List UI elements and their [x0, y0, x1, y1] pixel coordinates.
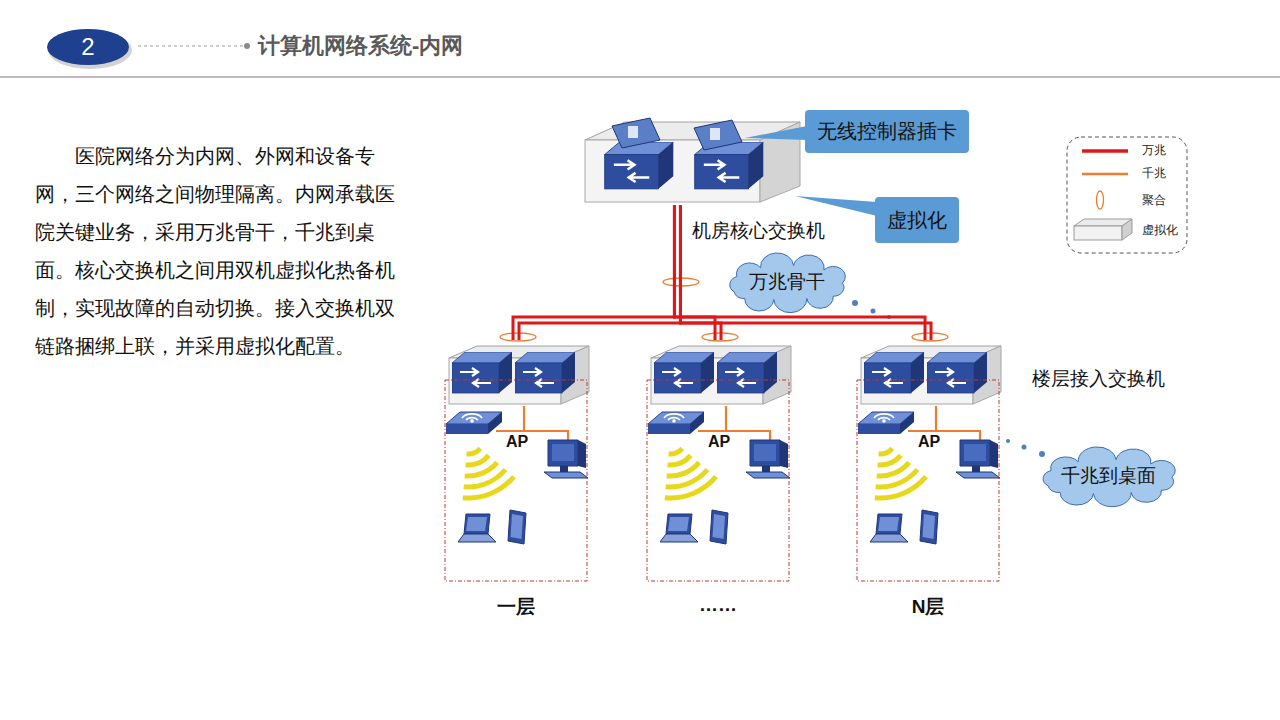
floor-outline	[646, 340, 790, 582]
illustration-part	[668, 455, 691, 465]
illustration-part	[467, 448, 481, 454]
backbone-link	[513, 205, 680, 340]
callout-box: 虚拟化	[875, 197, 959, 243]
illustration-part	[660, 514, 698, 542]
illustration-part	[446, 412, 502, 434]
illustration-part	[585, 118, 800, 202]
illustration-part	[648, 412, 704, 434]
illustration-part	[858, 412, 914, 434]
illustration-part	[465, 462, 497, 476]
illustration-part	[628, 126, 638, 138]
legend-text: 虚拟化	[1142, 222, 1178, 239]
backbone-line	[519, 205, 680, 340]
floor-dashed-border	[647, 380, 789, 581]
illustration-part	[956, 440, 1000, 478]
floor-zone: N层	[856, 340, 1000, 582]
illustration-part	[1074, 226, 1122, 240]
cloud-outline	[730, 253, 846, 313]
floor-zone: 一层	[444, 340, 588, 582]
illustration-part	[1067, 137, 1187, 253]
illustration-part	[710, 510, 728, 544]
illustration-part	[858, 333, 1001, 544]
callout-box: 无线控制器插卡	[805, 110, 969, 153]
illustration-part	[449, 346, 589, 404]
floor-zone: ……	[646, 340, 790, 582]
legend-text: 千兆	[1142, 165, 1166, 182]
node-text: ……	[646, 594, 790, 616]
illustration-part	[879, 448, 893, 454]
illustration-part	[877, 462, 909, 476]
node-text: N层	[856, 594, 1000, 620]
node-text: 机房核心交换机	[692, 218, 825, 244]
cloud-outline	[1043, 447, 1175, 507]
illustration-part	[746, 440, 790, 478]
illustration-part	[446, 333, 589, 544]
node-text: 虚拟化	[887, 207, 947, 234]
illustration-part	[544, 440, 588, 478]
ap-label: AP	[506, 433, 528, 451]
floor-dashed-border	[445, 380, 587, 581]
ap-label: AP	[708, 433, 730, 451]
illustration-part	[651, 346, 791, 404]
illustration-part	[1122, 219, 1132, 240]
node-text: 万兆骨干	[749, 269, 825, 295]
illustration-part	[464, 470, 506, 487]
cloud-note: 万兆骨干	[721, 259, 853, 305]
page-title: 计算机网络系统-内网	[258, 31, 463, 61]
illustration-part	[1022, 445, 1027, 450]
illustration-part	[244, 43, 250, 49]
floor-outline	[856, 340, 1000, 582]
illustration-part	[694, 120, 742, 150]
illustration-part	[1082, 149, 1128, 153]
illustration-part	[47, 29, 129, 65]
illustration-part	[0, 76, 1280, 78]
body-paragraph: 医院网络分为内网、外网和设备专网，三个网络之间物理隔离。内网承载医院关键业务，采…	[35, 137, 401, 365]
floor-outline	[444, 340, 588, 582]
illustration-part	[861, 346, 1001, 404]
illustration-part	[508, 510, 526, 544]
illustration-part	[852, 300, 858, 306]
illustration-part	[612, 118, 660, 148]
illustration-part	[795, 196, 877, 216]
illustration-part	[870, 514, 908, 542]
illustration-part	[605, 142, 674, 189]
illustration-part	[1097, 191, 1104, 209]
access-switch-label: 楼层接入交换机	[1032, 366, 1165, 392]
illustration-part	[138, 45, 244, 46]
core-switch: 机房核心交换机	[585, 120, 800, 205]
legend-text: 万兆	[1142, 142, 1166, 159]
illustration-part	[458, 514, 496, 542]
illustration-part	[667, 462, 699, 476]
illustration-part	[466, 455, 489, 465]
legend-text: 聚合	[1142, 192, 1166, 209]
illustration-part	[1006, 439, 1010, 443]
illustration-part	[875, 477, 926, 498]
cloud-note: 千兆到桌面	[1033, 453, 1184, 499]
illustration-part	[876, 470, 918, 487]
illustration-part	[669, 448, 683, 454]
illustration-part	[1039, 451, 1045, 457]
ap-label: AP	[918, 433, 940, 451]
illustration-part	[745, 126, 807, 140]
node-text: 千兆到桌面	[1061, 463, 1156, 489]
section-number: 2	[76, 33, 100, 61]
node-text: 一层	[444, 594, 588, 620]
illustration-part	[1082, 173, 1128, 176]
floor-dashed-border	[857, 380, 999, 581]
illustration-part	[665, 477, 716, 498]
illustration-part	[463, 477, 514, 498]
illustration-part	[666, 470, 708, 487]
illustration-part	[648, 333, 791, 544]
illustration-part	[871, 309, 876, 314]
illustration-part	[878, 455, 901, 465]
illustration-part	[710, 128, 720, 140]
illustration-part	[920, 510, 938, 544]
node-text: 无线控制器插卡	[817, 118, 957, 145]
backbone-line	[513, 205, 674, 340]
